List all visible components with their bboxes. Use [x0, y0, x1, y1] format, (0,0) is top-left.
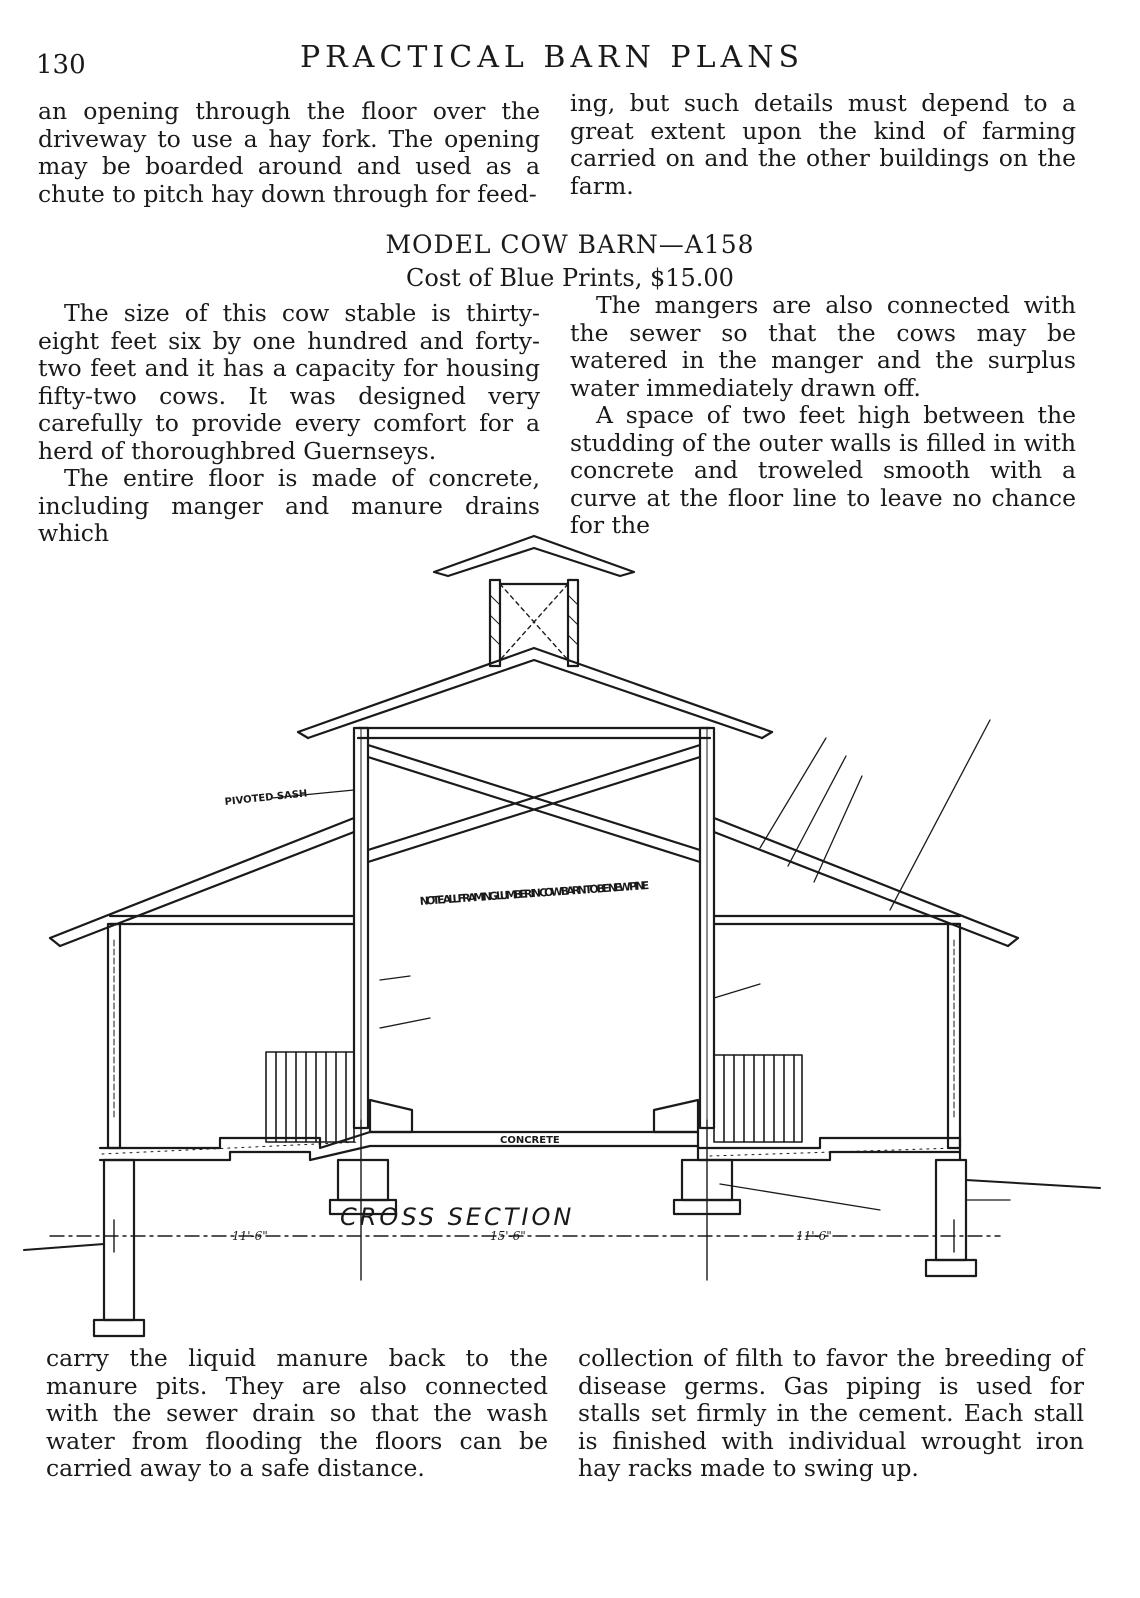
body-right-column: The mangers are also connected with the … [570, 291, 1076, 540]
section-subtitle: Cost of Blue Prints, $15.00 [406, 264, 734, 292]
leader-lines [271, 719, 1011, 1211]
cupola [432, 534, 636, 668]
ground-line [23, 1243, 105, 1251]
outer-walls [106, 922, 962, 1150]
body-left-column: The size of this cow stable is thirty-ei… [38, 299, 540, 548]
dimension-line [49, 1119, 1001, 1281]
framing-note: NOTE ALL FRAMING LUMBER IN COW BARN TO B… [419, 879, 649, 908]
left-lower-roof [48, 816, 356, 948]
cross-section-drawing: NOTE ALL FRAMING LUMBER IN COW BARN TO B… [23, 534, 1101, 1338]
footings [92, 1158, 978, 1338]
body-right-paragraph: The mangers are also connected with the … [570, 291, 1076, 402]
dimension-right: 11'-6" [796, 1229, 832, 1243]
running-head: PRACTICAL BARN PLANS [300, 40, 804, 75]
pivoted-sash-label: PIVOTED SASH [224, 788, 308, 808]
bottom-left-column: carry the liquid manure back to the manu… [46, 1344, 548, 1483]
top-right-text: ing, but such details must depend to a g… [570, 89, 1076, 200]
cross-section-caption: CROSS SECTION [340, 1203, 574, 1231]
body-left-paragraph: The entire floor is made of concrete, in… [38, 464, 540, 547]
bottom-left-text: carry the liquid manure back to the manu… [46, 1344, 548, 1482]
cross-braces [366, 743, 702, 864]
right-lower-roof [712, 816, 1020, 948]
bottom-right-text: collection of filth to favor the breedin… [578, 1344, 1084, 1482]
page-number: 130 [36, 50, 86, 80]
concrete-label: CONCRETE [500, 1135, 560, 1146]
interior-posts [352, 726, 716, 1130]
stall-partitions [265, 1051, 803, 1143]
bottom-right-column: collection of filth to favor the breedin… [578, 1344, 1084, 1483]
body-left-paragraph: The size of this cow stable is thirty-ei… [38, 299, 540, 465]
body-right-paragraph: A space of two feet high between the stu… [570, 401, 1076, 539]
ground-line [965, 1179, 1101, 1189]
section-title: MODEL COW BARN—A158 [385, 230, 755, 259]
top-right-column: ing, but such details must depend to a g… [570, 89, 1076, 200]
concrete-floor [98, 1130, 962, 1162]
top-left-text: an opening through the floor over the dr… [38, 97, 540, 208]
upper-roof [296, 646, 774, 740]
dimension-center: 15'-6" [490, 1229, 526, 1243]
mangers [368, 1098, 700, 1134]
top-left-column: an opening through the floor over the dr… [38, 97, 540, 208]
dimension-left: 11'-6" [232, 1229, 268, 1243]
